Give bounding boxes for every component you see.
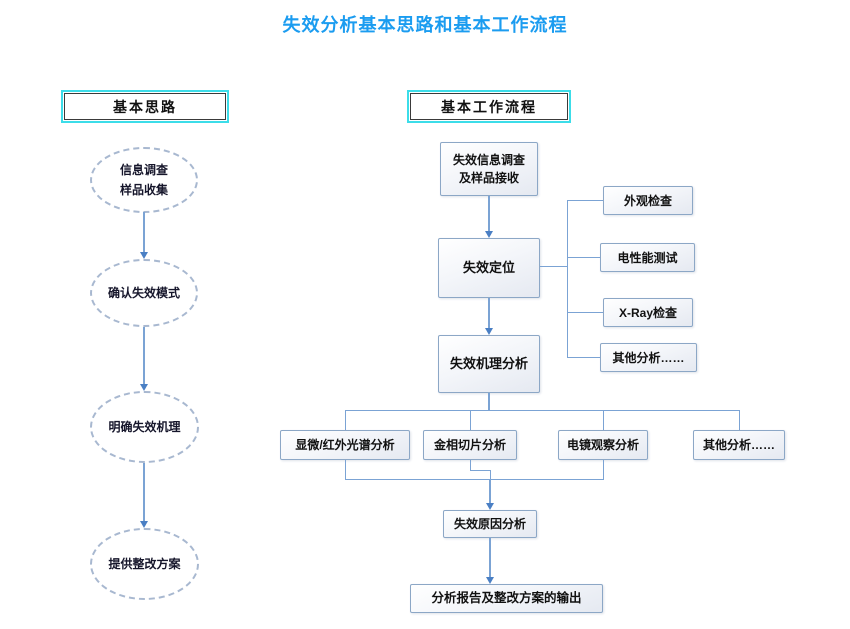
connector-line bbox=[470, 470, 490, 471]
flow-node-mechanism-analysis: 失效机理分析 bbox=[438, 335, 540, 393]
side-node-visual-inspection: 外观检查 bbox=[603, 186, 693, 215]
flow-node-failure-cause-analysis: 失效原因分析 bbox=[443, 510, 537, 538]
connector-line bbox=[490, 470, 491, 479]
connector-line bbox=[489, 479, 491, 503]
connector-line bbox=[345, 410, 346, 430]
flow-node-confirm-failure-mode: 确认失效模式 bbox=[90, 259, 198, 327]
method-node-metallographic-section: 金相切片分析 bbox=[423, 430, 517, 460]
connector-line bbox=[540, 266, 567, 267]
connector-line bbox=[345, 479, 604, 480]
connector-line bbox=[488, 393, 490, 410]
arrow-down-icon bbox=[140, 521, 148, 528]
arrow-down-icon bbox=[140, 384, 148, 391]
side-node-other-analysis: 其他分析…… bbox=[600, 343, 697, 372]
arrow-down-icon bbox=[485, 231, 493, 238]
connector-line bbox=[739, 410, 740, 430]
connector-line bbox=[567, 312, 603, 313]
connector-line bbox=[567, 257, 600, 258]
side-node-xray-inspection: X-Ray检查 bbox=[603, 298, 693, 327]
connector-line bbox=[143, 463, 145, 521]
arrow-down-icon bbox=[486, 577, 494, 584]
connector-line bbox=[489, 538, 491, 577]
connector-line bbox=[345, 460, 346, 479]
flow-node-report-output: 分析报告及整改方案的输出 bbox=[410, 584, 603, 613]
connector-line bbox=[603, 460, 604, 479]
connector-line bbox=[143, 212, 145, 252]
page-title: 失效分析基本思路和基本工作流程 bbox=[282, 15, 568, 35]
connector-line bbox=[567, 200, 568, 358]
flow-node-clarify-mechanism: 明确失效机理 bbox=[90, 391, 199, 463]
flow-node-failure-localization: 失效定位 bbox=[438, 238, 540, 298]
method-node-microscopy-ir: 显微/红外光谱分析 bbox=[280, 430, 410, 460]
left-column-header: 基本思路 bbox=[61, 90, 229, 123]
connector-line bbox=[567, 200, 603, 201]
connector-line bbox=[470, 410, 471, 430]
flow-node-failure-info-survey: 失效信息调查 及样品接收 bbox=[440, 142, 538, 196]
connector-line bbox=[488, 298, 490, 328]
connector-line bbox=[488, 196, 490, 231]
connector-line bbox=[567, 357, 600, 358]
arrow-down-icon bbox=[485, 328, 493, 335]
arrow-down-icon bbox=[140, 252, 148, 259]
connector-line bbox=[345, 410, 740, 411]
right-column-header: 基本工作流程 bbox=[407, 90, 571, 123]
arrow-down-icon bbox=[486, 503, 494, 510]
side-node-electrical-test: 电性能测试 bbox=[600, 243, 695, 272]
method-node-other-analysis: 其他分析…… bbox=[693, 430, 785, 460]
connector-line bbox=[603, 410, 604, 430]
flow-node-provide-solution: 提供整改方案 bbox=[90, 528, 199, 600]
connector-line bbox=[143, 327, 145, 384]
flow-node-info-survey: 信息调查 样品收集 bbox=[90, 147, 198, 213]
connector-line bbox=[470, 460, 471, 470]
method-node-sem-observation: 电镜观察分析 bbox=[558, 430, 648, 460]
